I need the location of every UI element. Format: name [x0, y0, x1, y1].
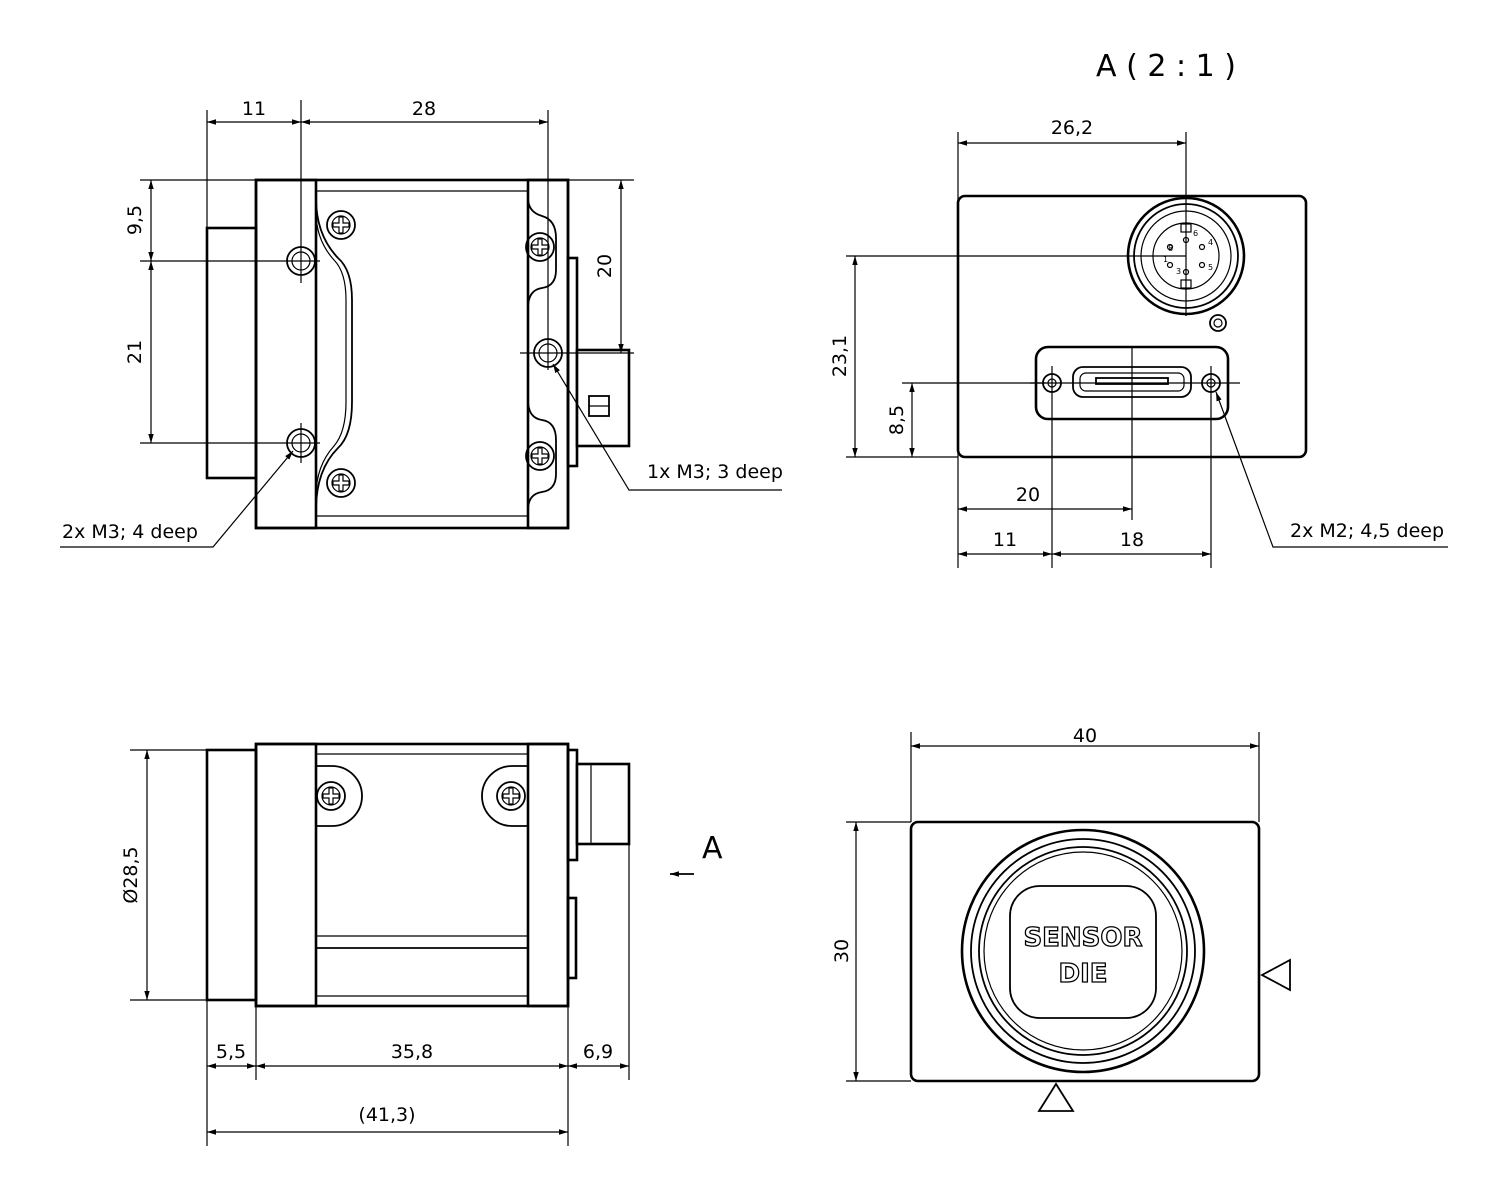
front-view: SENSOR DIE 40 30 [831, 725, 1291, 1112]
dim-23-1: 23,1 [829, 335, 851, 377]
sensor-label-line1: SENSOR [1023, 923, 1142, 953]
reference-triangle-bottom [1037, 1082, 1075, 1112]
detail-title: A ( 2 : 1 ) [1096, 49, 1236, 84]
dim-40: 40 [1073, 725, 1097, 747]
dim-30: 30 [831, 939, 853, 963]
connector-pin-label: 3 [1176, 267, 1181, 276]
dim-26-2: 26,2 [1051, 117, 1093, 139]
callout-mount-holes: 2x M3; 4 deep [62, 521, 198, 543]
dim-20-right: 20 [594, 254, 616, 278]
dim-41-3: (41,3) [358, 1104, 415, 1126]
connector-pin-label: 8 [1168, 244, 1173, 253]
callout-m2-holes: 2x M2; 4,5 deep [1290, 520, 1444, 542]
callout-rear-hole: 1x M3; 3 deep [647, 461, 783, 483]
connector-pin-label: 6 [1193, 229, 1198, 238]
sensor-label-line2: DIE [1058, 959, 1107, 989]
dim-9-5: 9,5 [124, 205, 146, 235]
reference-triangle-right [1260, 958, 1291, 992]
dim-11-detail: 11 [993, 529, 1017, 551]
dim-6-9: 6,9 [583, 1041, 613, 1063]
dim-8-5: 8,5 [886, 405, 908, 435]
connector-pin-label: 1 [1163, 255, 1168, 264]
dim-5-5: 5,5 [216, 1041, 246, 1063]
side-view-bottom: A Ø28,5 5,5 35,8 6,9 (41,3) [120, 742, 723, 1146]
side-view-top: 11 28 9,5 21 20 2x M3; 4 deep 1x M3; 3 d… [60, 98, 783, 548]
connector-pin-label: 5 [1208, 263, 1213, 272]
dim-diameter-28-5: Ø28,5 [120, 846, 142, 903]
dim-18: 18 [1120, 529, 1144, 551]
dim-35-8: 35,8 [391, 1041, 433, 1063]
view-arrow-label: A [702, 831, 723, 866]
dim-11-top: 11 [242, 98, 266, 120]
dim-21: 21 [124, 340, 146, 364]
dim-20-detail: 20 [1016, 484, 1040, 506]
detail-view-a: A ( 2 : 1 ) [829, 49, 1448, 568]
dim-28: 28 [412, 98, 436, 120]
connector-pin-label: 4 [1208, 238, 1213, 247]
